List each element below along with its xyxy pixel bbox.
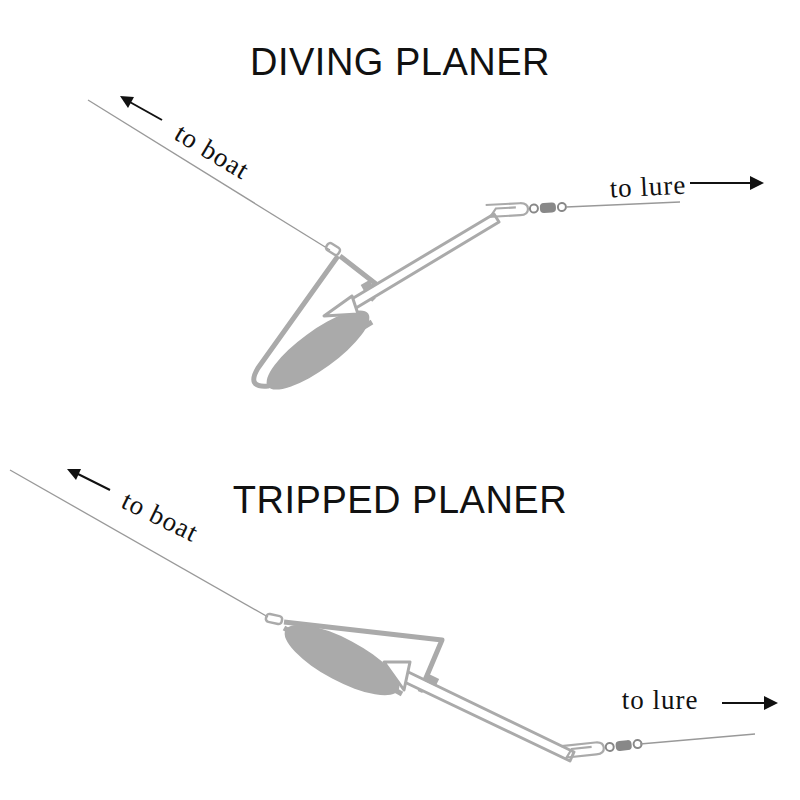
direction-label: to lure xyxy=(609,172,687,203)
tripped-planer xyxy=(10,470,755,761)
direction-label: to lure xyxy=(622,687,699,714)
direction-label: to boat xyxy=(170,120,254,185)
heading: DIVING PLANER xyxy=(250,43,550,81)
heading: TRIPPED PLANER xyxy=(233,481,567,519)
direction-arrows xyxy=(67,96,778,710)
diving-planer xyxy=(88,100,680,402)
